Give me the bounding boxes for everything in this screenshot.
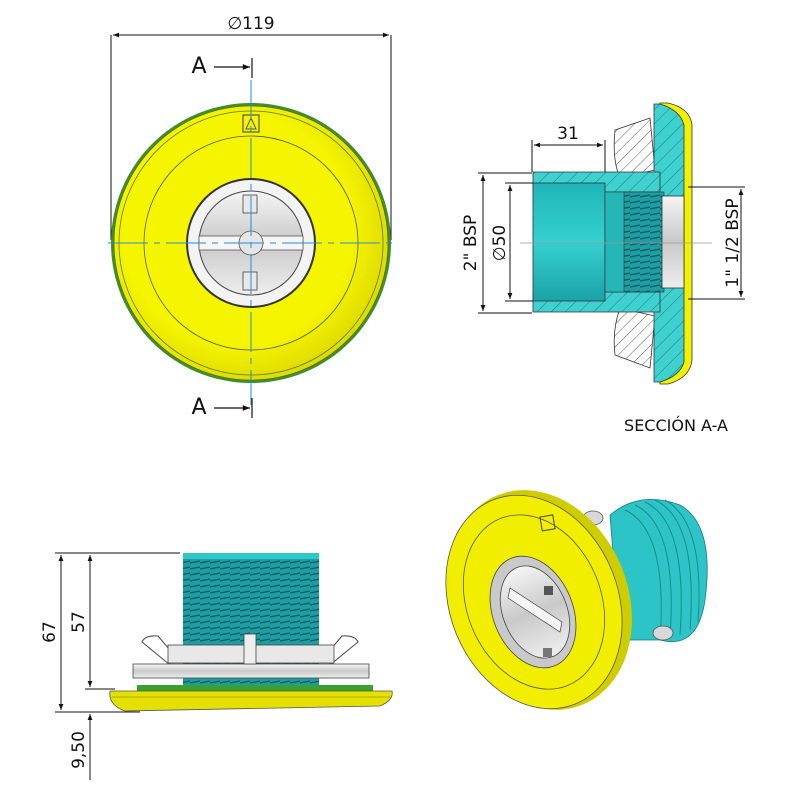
outer-thread-label: 2" BSP	[461, 215, 481, 271]
wall-section-top	[613, 117, 656, 179]
front-view: ∅119 A A	[108, 14, 395, 420]
flange-side	[109, 690, 393, 712]
inner-thread-label: 1" 1/2 BSP	[723, 198, 743, 287]
section-view: 31 2" BSP ∅50 1" 1/2 BSP SECCIÓN A-A	[461, 102, 745, 435]
insert-notch-top	[242, 194, 258, 214]
length-dimension-label: 31	[557, 124, 579, 144]
side-view: 67 57 9,50	[40, 552, 393, 780]
section-marker-bottom: A	[191, 395, 206, 420]
body-bore	[532, 182, 606, 302]
body-height-label: 57	[69, 611, 89, 633]
insert-notch-bottom	[242, 271, 258, 291]
inner-thread	[623, 191, 665, 293]
section-title: SECCIÓN A-A	[624, 416, 728, 435]
section-marker-top: A	[191, 54, 206, 79]
iso-logo-icon	[539, 514, 556, 532]
total-height-label: 67	[40, 621, 60, 643]
nut-base	[132, 663, 370, 679]
isometric-view	[445, 490, 708, 710]
inner-diameter-label: ∅50	[490, 225, 510, 261]
flange-height-label: 9,50	[69, 731, 89, 769]
diameter-label: ∅119	[227, 14, 274, 34]
wall-section-bottom	[613, 307, 656, 369]
insert-section	[661, 195, 685, 289]
